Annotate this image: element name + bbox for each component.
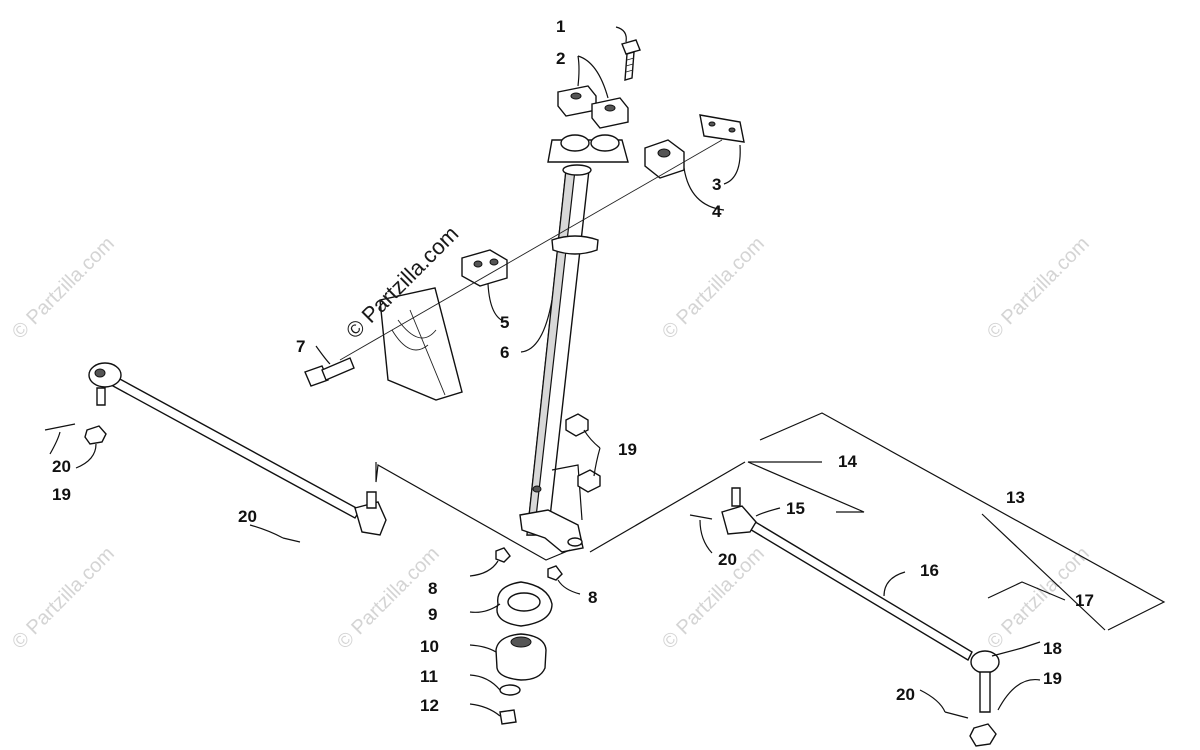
callout-12: 12 bbox=[420, 696, 439, 715]
callout-8-left: 8 bbox=[428, 579, 437, 598]
callout-8-right: 8 bbox=[588, 588, 597, 607]
callout-9: 9 bbox=[428, 605, 437, 624]
callout-17: 17 bbox=[1075, 591, 1094, 610]
callout-18: 18 bbox=[1043, 639, 1062, 658]
callout-2: 2 bbox=[556, 49, 565, 68]
callout-1: 1 bbox=[556, 17, 565, 36]
callout-16: 16 bbox=[920, 561, 939, 580]
clamp-block-pair bbox=[557, 85, 629, 129]
callout-14: 14 bbox=[838, 452, 857, 471]
callout-20-center: 20 bbox=[238, 507, 257, 526]
callout-13: 13 bbox=[1006, 488, 1025, 507]
callout-11: 11 bbox=[420, 667, 438, 686]
pivot-bolt bbox=[304, 357, 355, 387]
pivot-axis bbox=[339, 139, 723, 361]
tie-rod-left bbox=[44, 362, 387, 543]
callout-5: 5 bbox=[500, 313, 509, 332]
steering-bearing-group bbox=[495, 547, 563, 725]
bushing-block-left bbox=[461, 249, 508, 287]
watermark-text: © Partzilla.com bbox=[8, 233, 119, 344]
callout-3: 3 bbox=[712, 175, 721, 194]
leader-lines bbox=[49, 26, 1166, 717]
watermark-text: © Partzilla.com bbox=[8, 543, 119, 654]
bushing-block-right bbox=[644, 114, 745, 179]
callout-10: 10 bbox=[420, 637, 439, 656]
tie-rod-right bbox=[689, 487, 1000, 747]
callout-7: 7 bbox=[296, 337, 305, 356]
callout-19-right: 19 bbox=[1043, 669, 1062, 688]
callout-labels: 1 2 3 4 5 6 7 8 8 9 10 11 12 13 14 15 16… bbox=[52, 17, 1094, 715]
callout-20-left: 20 bbox=[52, 457, 71, 476]
watermark-text: © Partzilla.com bbox=[658, 233, 769, 344]
callout-19-center: 19 bbox=[618, 440, 637, 459]
callout-15: 15 bbox=[786, 499, 805, 518]
frame-bracket bbox=[379, 287, 463, 401]
callout-6: 6 bbox=[500, 343, 509, 362]
watermark-text: © Partzilla.com bbox=[658, 543, 769, 654]
bolt bbox=[621, 39, 641, 81]
steering-post bbox=[519, 134, 629, 553]
callout-20-bottom: 20 bbox=[896, 685, 915, 704]
watermark-text: © Partzilla.com bbox=[983, 233, 1094, 344]
callout-19-left: 19 bbox=[52, 485, 71, 504]
castle-nut-pair bbox=[565, 413, 601, 493]
callout-4: 4 bbox=[712, 202, 722, 221]
callout-20-right: 20 bbox=[718, 550, 737, 569]
